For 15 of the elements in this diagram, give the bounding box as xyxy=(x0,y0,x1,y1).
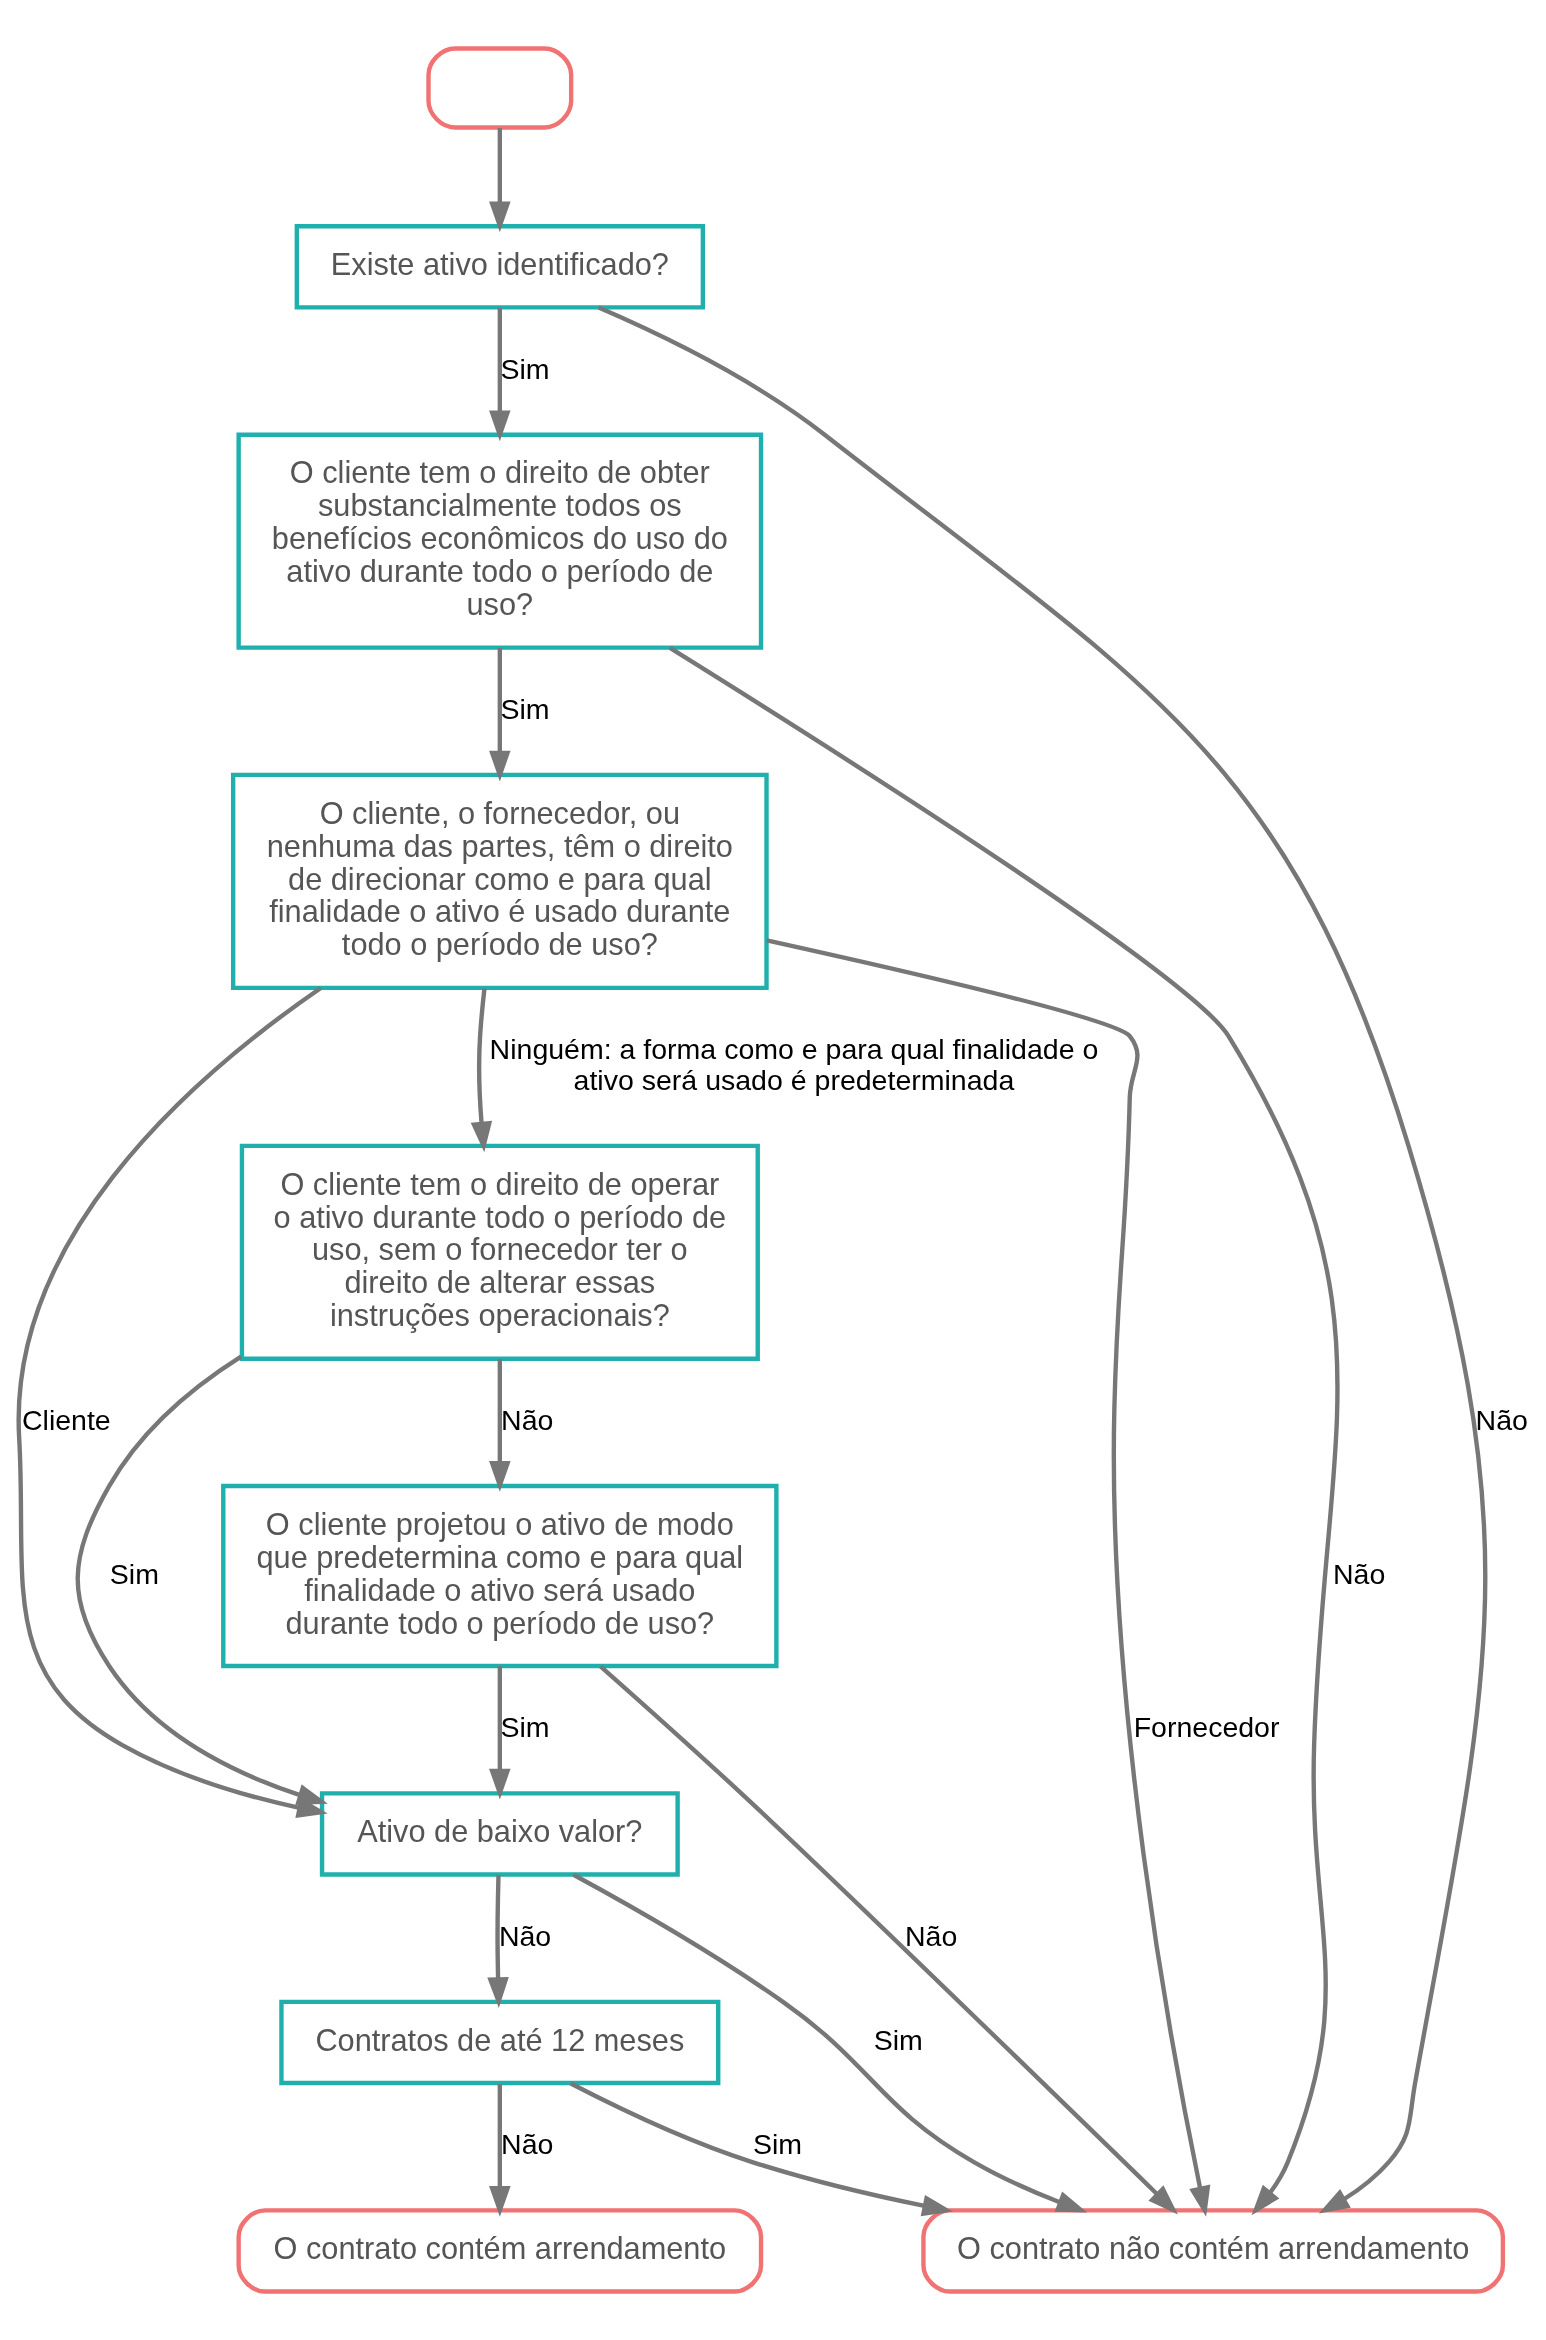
edge-label: Sim xyxy=(500,692,550,725)
edge-label: Não xyxy=(904,1919,957,1952)
edge-label: Ninguém: a forma como e para qual finalidade o ativo será usado é predeterminada xyxy=(489,1032,1098,1096)
edge-label: Sim xyxy=(873,2023,923,2056)
edge-label: Sim xyxy=(500,1711,550,1744)
edge-label: Não xyxy=(1475,1403,1528,1436)
edge-label: Sim xyxy=(500,352,550,385)
edge-label: Sim xyxy=(109,1557,159,1590)
edge-label: Não xyxy=(500,2128,553,2161)
edge-label: Não xyxy=(498,1919,551,1952)
edge-label: Não xyxy=(500,1403,553,1436)
edge-label: Fornecedor xyxy=(1133,1711,1279,1744)
edge-label: Não xyxy=(1332,1557,1385,1590)
edge-label: Cliente xyxy=(21,1403,111,1436)
edge-label: Sim xyxy=(752,2128,802,2161)
